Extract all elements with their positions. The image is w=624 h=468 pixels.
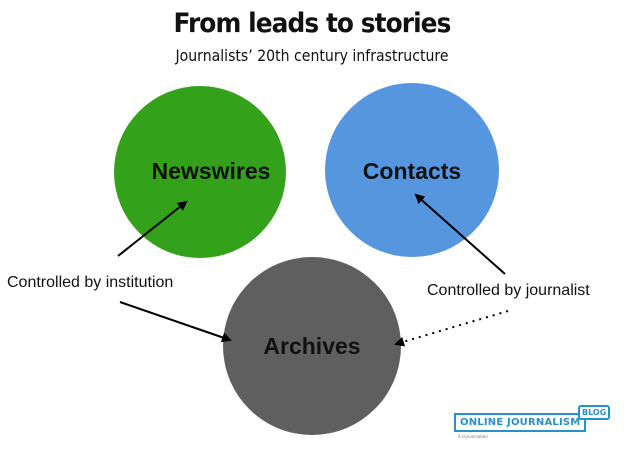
newswires-circle	[114, 86, 286, 258]
institution-annotation: Controlled by institution	[7, 274, 173, 291]
diagram-title: From leads to stories	[173, 8, 452, 39]
logo-tagline: A conversation	[458, 434, 488, 439]
newswires-label: Newswires	[152, 158, 271, 184]
diagram-subtitle: Journalists’ 20th century infrastructure	[175, 46, 449, 65]
logo-blog-badge: BLOG	[578, 405, 611, 420]
archives-label: Archives	[263, 333, 360, 359]
journalist-annotation: Controlled by journalist	[427, 282, 590, 299]
dotted-arrow-to-archives	[394, 310, 509, 347]
logo-main-text: ONLINE JOURNALISM	[454, 413, 587, 432]
contacts-circle	[325, 83, 499, 257]
contacts-label: Contacts	[363, 158, 461, 184]
online-journalism-logo: ONLINE JOURNALISM BLOG A conversation	[454, 405, 611, 439]
arrow-to-newswires	[117, 200, 188, 257]
arrow-to-contacts	[414, 193, 506, 275]
arrow-to-archives-institution	[119, 301, 232, 343]
archives-circle	[223, 257, 401, 435]
